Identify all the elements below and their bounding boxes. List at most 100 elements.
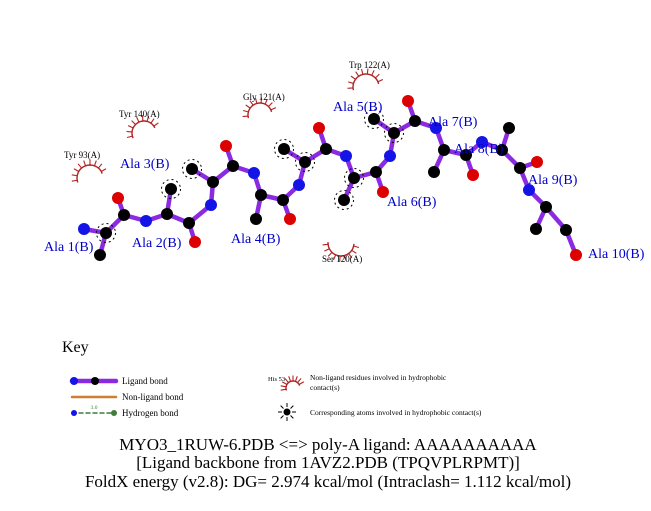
atom-carbon (183, 217, 195, 229)
residue-label: Ala 1(B) (44, 240, 94, 255)
key-atom-carbon (91, 377, 99, 385)
atom-carbon (560, 224, 572, 236)
arc-spoke (348, 253, 353, 259)
hydrophobic-contact-ring (96, 223, 116, 243)
residue-label: Ala 6(B) (387, 195, 437, 210)
residue-label: Ala 3(B) (120, 157, 170, 172)
key-hydrophobic-residues-label-line2: contact(s) (310, 383, 340, 392)
hydrophobic-arc (322, 242, 360, 262)
atom-carbon (255, 189, 267, 201)
atom-carbon (100, 227, 112, 239)
hydrophobic-contact-ring (344, 168, 364, 188)
hydrophobic-contact-ring (161, 179, 181, 199)
atom-carbon (207, 176, 219, 188)
atom-nitrogen (78, 223, 90, 235)
hydrophobic-residue-label: Trp 122(A) (349, 60, 390, 70)
atom-nitrogen (523, 184, 535, 196)
arc-spoke (298, 381, 305, 385)
atom-nitrogen (384, 150, 396, 162)
residue-label: Ala 5(B) (333, 100, 383, 115)
atom-oxygen (189, 236, 201, 248)
arc-spoke (351, 249, 357, 254)
atom-carbon (460, 149, 472, 161)
arc-spoke (249, 100, 254, 106)
key-nonligand-bond-label: Non-ligand bond (122, 392, 184, 402)
key-hbond-atom-left (71, 410, 77, 416)
atom-nitrogen (205, 199, 217, 211)
hydrophobic-residue-label: Ser 120(A) (322, 254, 362, 264)
key-hydrophobic-atoms-label: Corresponding atoms involved in hydropho… (310, 408, 482, 417)
atom-carbon (320, 143, 332, 155)
atom-nitrogen (430, 122, 442, 134)
arc-spoke (371, 70, 375, 76)
atom-carbon (368, 113, 380, 125)
arc-spoke (350, 75, 356, 80)
arc-spoke (77, 163, 83, 169)
arc-spoke (150, 118, 155, 124)
atom-oxygen (313, 122, 325, 134)
atom-oxygen (570, 249, 582, 261)
atom-nitrogen (340, 150, 352, 162)
arc-curve (352, 73, 380, 91)
atom-oxygen (112, 192, 124, 204)
atom-oxygen (220, 140, 232, 152)
key-hydrophobic-atom-spoke (280, 405, 284, 409)
residue-label: Ala 10(B) (588, 247, 645, 262)
atom-carbon (277, 194, 289, 206)
atom-carbon (186, 163, 198, 175)
arc-spoke (153, 122, 159, 127)
key-hydrophobic-atom-spoke (290, 415, 294, 419)
arc-spoke (294, 376, 298, 382)
key-ligand-bond-label: Ligand bond (122, 376, 168, 386)
hydrophobic-arcs-layer: Tyr 93(A)Tyr 140(A)Gly 121(A)Trp 122(A)S… (64, 60, 390, 264)
key-example-residue-label: His 53 (268, 376, 285, 383)
arc-spoke (268, 102, 273, 107)
atom-nitrogen (248, 167, 260, 179)
atom-carbon (438, 144, 450, 156)
key-atom-nitrogen (70, 377, 78, 385)
hydrophobic-contact-ring (295, 152, 315, 172)
atom-carbon (496, 144, 508, 156)
residue-label: Ala 9(B) (528, 173, 578, 188)
hydrophobic-arc (242, 97, 277, 119)
hydrophobic-contact-ring (384, 123, 404, 143)
hydrophobic-contact-ring (334, 190, 354, 210)
arc-spoke (71, 174, 78, 177)
arc-spoke (136, 116, 140, 123)
arc-spoke (280, 385, 287, 388)
atom-carbon (338, 194, 350, 206)
atom-carbon (348, 172, 360, 184)
arc-spoke (284, 378, 289, 383)
arc-spoke (353, 245, 360, 249)
arc-spoke (324, 248, 330, 252)
atom-oxygen (402, 95, 414, 107)
hydrophobic-contact-ring (182, 159, 202, 179)
arc-spoke (93, 160, 97, 166)
arc-spoke (377, 78, 384, 83)
hydrophobic-arc (280, 375, 305, 391)
arc-spoke (73, 168, 80, 172)
atom-oxygen (467, 169, 479, 181)
residue-label: Ala 4(B) (231, 232, 281, 247)
atom-carbon (409, 115, 421, 127)
atom-carbon (540, 201, 552, 213)
arc-spoke (280, 388, 287, 391)
hbond-length-label: 3.0 (91, 405, 98, 411)
arc-spoke (131, 120, 136, 125)
hydrophobic-residue-label: Tyr 140(A) (119, 109, 160, 119)
atom-carbon (165, 183, 177, 195)
key-title: Key (62, 339, 89, 356)
key-hydrophobic-atom-sample (283, 408, 291, 416)
hydrophobic-residue-label: Tyr 93(A) (64, 150, 100, 160)
atom-carbon (118, 209, 130, 221)
atom-carbon (278, 143, 290, 155)
arc-spoke (288, 376, 292, 382)
arc-spoke (322, 243, 329, 246)
atom-carbon (514, 162, 526, 174)
arc-spoke (245, 104, 251, 109)
key-graphics (69, 375, 305, 421)
molecule-layer (78, 95, 582, 261)
residue-label: Ala 2(B) (132, 236, 182, 251)
